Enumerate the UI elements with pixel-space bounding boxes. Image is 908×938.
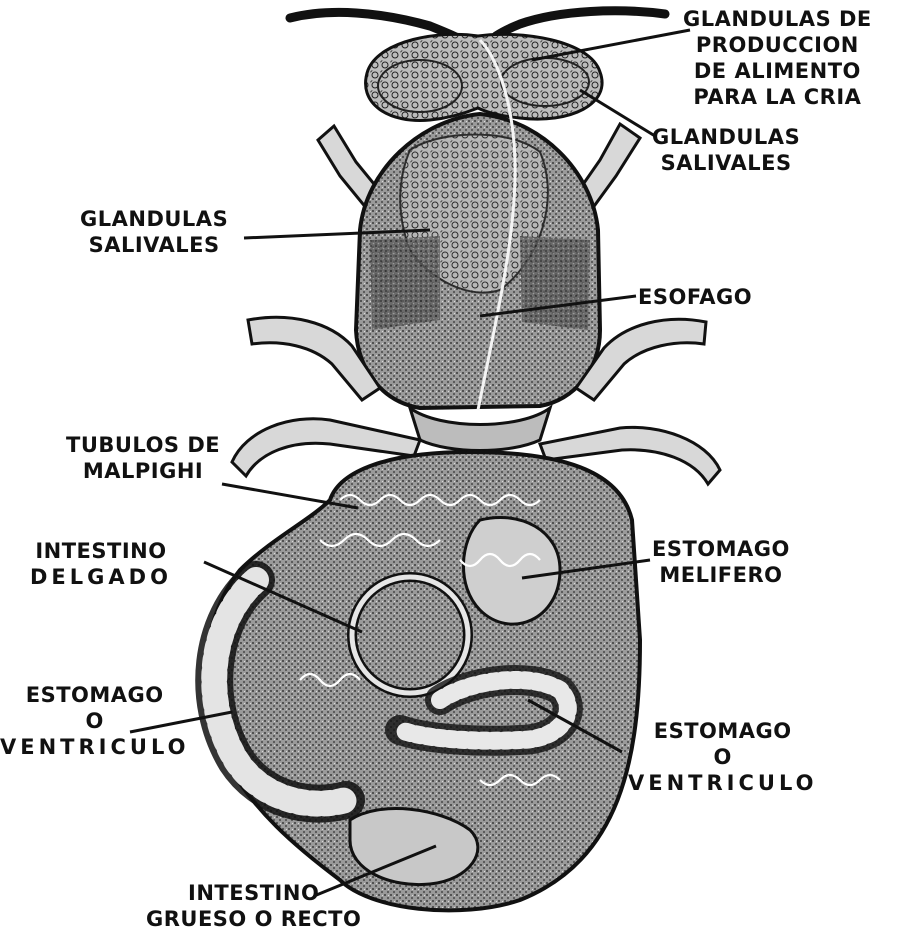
label-line: ESOFAGO bbox=[638, 284, 752, 310]
label-line: SALIVALES bbox=[80, 232, 228, 258]
label-malpighian-tubules: TUBULOS DE MALPIGHI bbox=[66, 432, 220, 484]
label-brood-food-glands: GLANDULAS DE PRODUCCION DE ALIMENTO PARA… bbox=[683, 6, 872, 110]
label-rectum: INTESTINO GRUESO O RECTO bbox=[146, 880, 361, 932]
honey-stomach bbox=[463, 517, 560, 624]
label-line: ESTOMAGO bbox=[628, 718, 817, 744]
label-line: GLANDULAS bbox=[80, 206, 228, 232]
label-ventriculus-right: ESTOMAGO O VENTRICULO bbox=[628, 718, 817, 796]
label-line: INTESTINO bbox=[30, 538, 172, 564]
thorax-dark-right bbox=[520, 236, 590, 330]
thorax-dark-left bbox=[370, 236, 440, 330]
label-line: MELIFERO bbox=[652, 562, 790, 588]
label-esophagus: ESOFAGO bbox=[638, 284, 752, 310]
label-line: DELGADO bbox=[30, 564, 172, 590]
label-line: PARA LA CRIA bbox=[683, 84, 872, 110]
head-outline bbox=[366, 34, 603, 120]
label-line: SALIVALES bbox=[652, 150, 800, 176]
label-honey-stomach: ESTOMAGO MELIFERO bbox=[652, 536, 790, 588]
label-line: MALPIGHI bbox=[66, 458, 220, 484]
label-line: DE ALIMENTO bbox=[683, 58, 872, 84]
label-line: GLANDULAS DE bbox=[683, 6, 872, 32]
label-line: PRODUCCION bbox=[683, 32, 872, 58]
label-salivary-glands-thorax: GLANDULAS SALIVALES bbox=[80, 206, 228, 258]
label-line: ESTOMAGO bbox=[0, 682, 189, 708]
label-line: VENTRICULO bbox=[628, 770, 817, 796]
label-line: GRUESO O RECTO bbox=[146, 906, 361, 932]
label-line: INTESTINO bbox=[146, 880, 361, 906]
label-line: O bbox=[628, 744, 817, 770]
label-line: ESTOMAGO bbox=[652, 536, 790, 562]
label-small-intestine: INTESTINO DELGADO bbox=[30, 538, 172, 590]
label-line: TUBULOS DE bbox=[66, 432, 220, 458]
right-antenna bbox=[496, 11, 665, 36]
label-line: GLANDULAS bbox=[652, 124, 800, 150]
label-line: O bbox=[0, 708, 189, 734]
label-ventriculus-left: ESTOMAGO O VENTRICULO bbox=[0, 682, 189, 760]
label-salivary-glands-head: GLANDULAS SALIVALES bbox=[652, 124, 800, 176]
waist bbox=[410, 408, 550, 451]
label-line: VENTRICULO bbox=[0, 734, 189, 760]
